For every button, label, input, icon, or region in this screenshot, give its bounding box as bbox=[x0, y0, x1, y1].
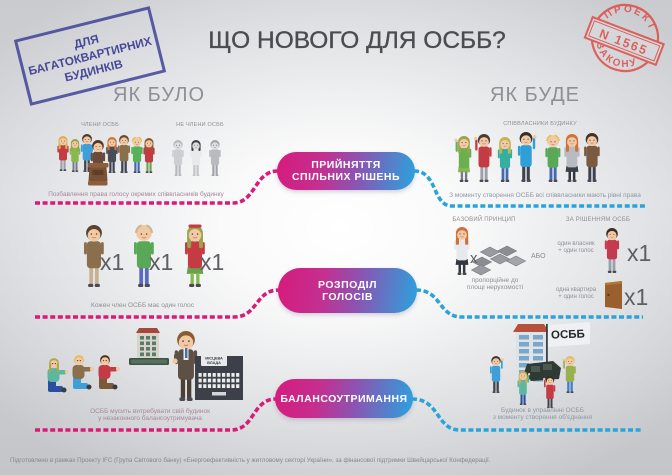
svg-text:МІСЦЕВА: МІСЦЕВА bbox=[205, 357, 223, 361]
svg-text:х: х bbox=[470, 250, 478, 267]
svg-text:ВЛАДА: ВЛАДА bbox=[207, 361, 221, 365]
svg-text:ОСББ: ОСББ bbox=[551, 328, 585, 341]
